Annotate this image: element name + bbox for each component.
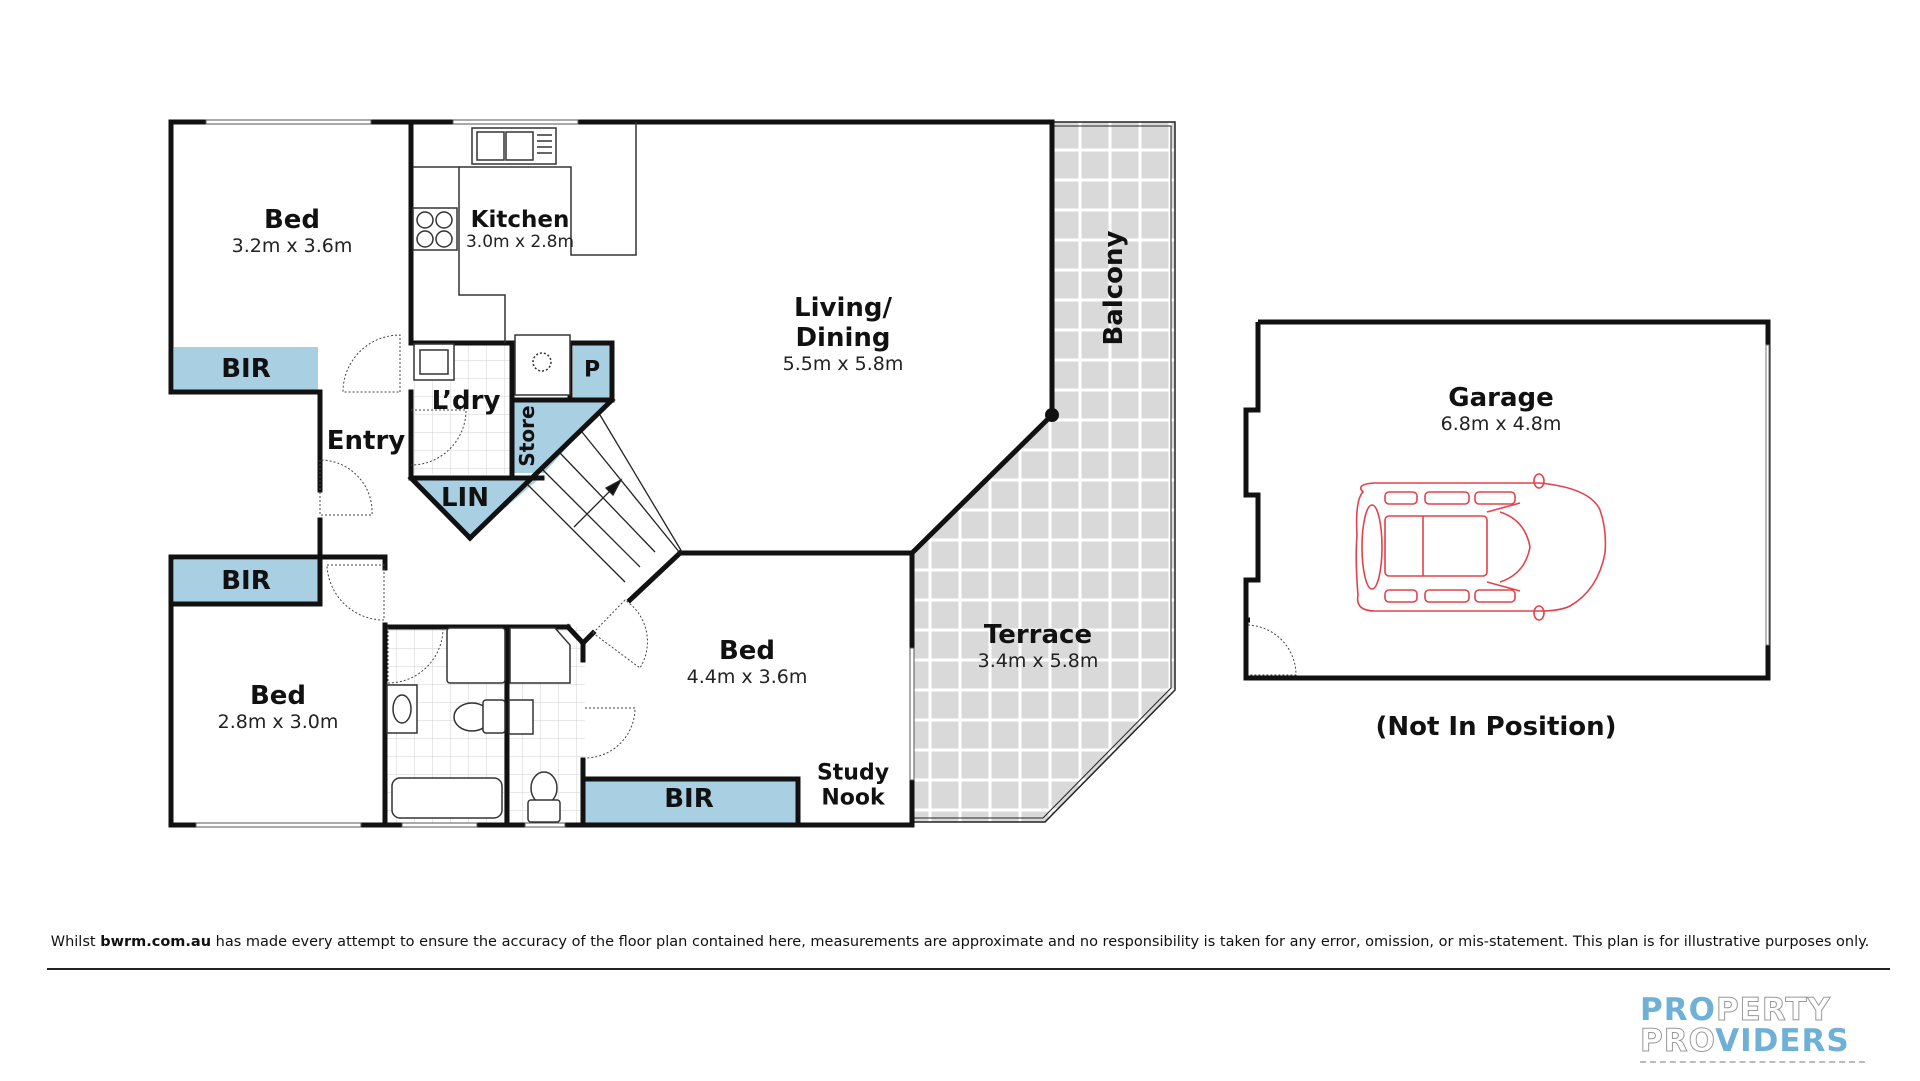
bir-label-bed1: BIR [221,354,271,385]
kitchen-bench [412,122,637,343]
room-bed-3: Bed 4.4m x 3.6m [686,636,808,689]
logo-line1-outline: PERTY [1715,992,1831,1028]
garage-note: (Not In Position) [1375,712,1617,743]
column [1045,408,1059,422]
garage-walls [1243,319,1771,681]
room-name-line1: Living/ [794,293,892,324]
room-name: Garage [1448,383,1554,414]
bir-bed2 [174,560,318,604]
store-label: Store [515,405,539,467]
room-name: Bed [263,205,321,236]
bir-bed1 [174,347,318,391]
bath-icon [391,777,503,819]
laundry-label: L’dry [431,386,501,417]
room-living-dining: Living/ Dining 5.5m x 5.8m [782,293,904,376]
logo-dashed-underline [1640,1061,1865,1063]
stairs [527,414,683,583]
balcony-terrace-floor [912,122,1175,822]
shower2-icon [509,627,571,684]
toilet2-icon [530,771,558,805]
room-garage: Garage 6.8m x 4.8m [1440,383,1562,436]
storage-fills [174,341,798,823]
logo-line1-fill: PRO [1640,992,1716,1028]
balcony-label: Balcony [1099,230,1129,346]
room-name: Terrace [983,620,1093,651]
bir-label-bed2: BIR [221,566,271,597]
linen [412,478,540,538]
pantry-label: P [583,357,601,383]
room-dimensions: 3.2m x 3.6m [231,235,353,258]
logo-line2-outline: PRO [1639,1023,1716,1059]
linen-label: LIN [440,483,490,514]
room-dimensions: 5.5m x 5.8m [782,352,904,375]
room-dimensions: 4.4m x 3.6m [686,666,808,689]
store [512,400,610,473]
doors [319,334,1297,759]
room-name: Bed [249,681,307,712]
bathroom-fixtures [386,627,571,823]
car-icon [1355,473,1607,621]
study-line2: Nook [821,786,885,811]
stair-arrow-icon [604,478,623,497]
room-kitchen: Kitchen 3.0m x 2.8m [466,207,574,253]
room-name: Kitchen [470,207,570,234]
room-bed-2: Bed 2.8m x 3.0m [217,681,339,734]
study-nook-label: Study Nook [817,761,889,812]
room-terrace: Terrace 3.4m x 5.8m [977,620,1099,673]
disclaimer: Whilst bwrm.com.au has made every attemp… [0,934,1920,950]
disclaimer-prefix: Whilst [50,934,101,950]
logo-line2-fill: VIDERS [1715,1023,1850,1059]
room-dimensions: 2.8m x 3.0m [217,711,339,734]
shower-icon [446,627,506,684]
disclaimer-suffix: has made every attempt to ensure the acc… [211,934,1870,950]
bir-label-bed3: BIR [664,784,714,815]
room-dimensions: 6.8m x 4.8m [1440,413,1562,436]
entry-label: Entry [326,426,406,457]
basin-icon [386,684,418,734]
sink-icon [471,127,557,165]
laundry-fixtures [413,334,571,396]
room-dimensions: 3.4m x 5.8m [977,650,1099,673]
basin2-icon [508,699,534,735]
washer-icon [514,334,571,396]
footer-divider [47,968,1890,970]
property-providers-logo: PROPERTY PROVIDERS [1639,992,1870,1065]
room-name-line2: Dining [795,323,891,354]
windows [195,119,915,828]
disclaimer-brand-link[interactable]: bwrm.com.au [100,934,212,950]
room-name: Bed [718,636,776,667]
room-bed-1: Bed 3.2m x 3.6m [231,205,353,258]
bir-bed3 [585,779,798,823]
pantry [573,341,610,399]
balcony-railing [912,121,1176,823]
study-line1: Study [816,760,890,786]
room-dimensions: 3.0m x 2.8m [465,232,575,253]
